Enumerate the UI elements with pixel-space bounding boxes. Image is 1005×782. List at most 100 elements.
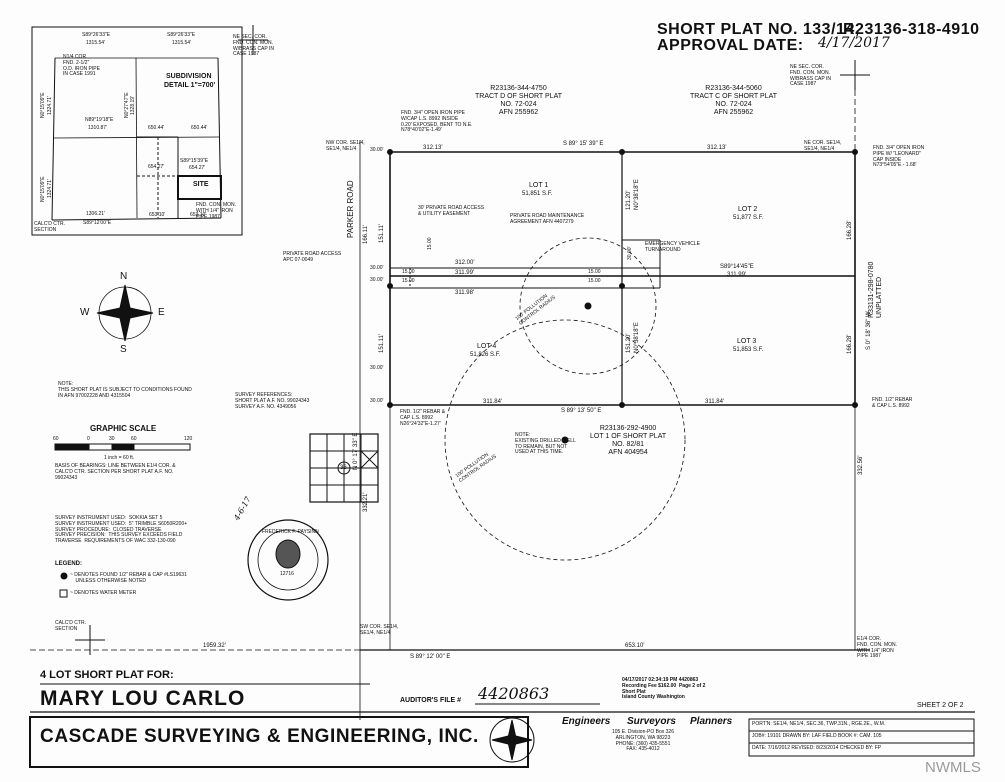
auditor-file-number: 4420863 (478, 684, 550, 703)
rebar-east-note: FND. 1/2" REBAR & CAP L.S. 8992 (872, 397, 913, 409)
inset-m6: 653.10' (149, 212, 166, 218)
surveyors-label: Surveyors (627, 716, 676, 727)
dim-center-2-bearing: N0°38'18"E (634, 322, 640, 353)
dim-center-2: 151.20' (626, 333, 632, 354)
legend-water-meter: ~ DENOTES WATER METER (70, 590, 137, 596)
dim-30-b: 30.00' (370, 265, 384, 271)
dim-bot-1: 311.84' (483, 399, 503, 405)
inset-v4: 1328.19' (130, 95, 136, 115)
pollution-circle-south (444, 319, 686, 561)
scale-tick-30: 30 (109, 436, 115, 442)
date-info: DATE: 7/16/2012 REVISED: 8/23/2014 CHECK… (752, 745, 882, 751)
dim-base-bearing: S 89° 12' 00" E (410, 654, 451, 660)
scale-tick-120: 120 (184, 436, 193, 442)
inset-site-box (177, 175, 222, 200)
job-info: JOB#: 19101 DRAWN BY: LAF FIELD BOOK #: … (752, 733, 882, 739)
nw-corner-note: NW COR. SE1/4, SE1/4, NE1/4 (326, 140, 365, 152)
dim-bot-2: 311.84' (705, 399, 725, 405)
inset-v6: 1324.71' (47, 178, 53, 198)
dim-base-2: 653.10' (625, 643, 645, 649)
seal-number: 12716 (280, 571, 294, 577)
scale-tick-60b: 60 (131, 436, 137, 442)
parker-road-label: PARKER ROAD (346, 180, 355, 238)
dim-30-c: 30.00' (370, 277, 384, 283)
short-plat-lot1-label: R23136-292-4900 LOT 1 OF SHORT PLAT NO. … (590, 425, 667, 457)
lot-2-area: 51,877 S.F. (733, 215, 764, 221)
lot-1-name: LOT 1 (529, 182, 549, 189)
calc-section-note: CALC'D CTR. SECTION (55, 620, 86, 632)
road-maint-note: PRIVATE ROAD MAINTENANCE AGREEMENT AFN 4… (510, 213, 585, 225)
dim-mid-4: 311.99' (727, 272, 747, 278)
inset-b5: S89°12'00"E (83, 220, 112, 226)
dim-top-2: 312.13' (707, 145, 727, 151)
dim-15-c: 15.00 (402, 278, 415, 284)
inset-calc-note: CALC'D CTR. SECTION (34, 221, 65, 233)
lot-1-area: 51,851 S.F. (522, 191, 553, 197)
lot-3-name: LOT 3 (737, 338, 757, 345)
owner-name: MARY LOU CARLO (40, 687, 246, 710)
inset-ne-sec-note: NE SEC. COR. FND. CON. MON. W/BRASS CAP … (233, 34, 275, 58)
survey-references: SURVEY REFERENCES: SHORT PLAT A.F. NO. 9… (235, 392, 310, 410)
e14-corner-note: E1/4 COR. FND. CON. MON. WITH 1/4" IRON … (857, 636, 897, 660)
inset-m7: 653.10' (190, 212, 207, 218)
inset-b2: S89°26'33"E (167, 32, 196, 38)
nwmls-watermark: NWMLS (925, 759, 981, 776)
scale-tick-60: 60 (53, 436, 59, 442)
dim-mid-bearing: S89°14'45"E (720, 264, 754, 270)
open-pipe-east-note: FND. 3/4" OPEN IRON PIPE W/ "LEONARD" CA… (873, 145, 925, 169)
auditor-file-label: AUDITOR'S FILE # (400, 697, 462, 704)
approval-label: APPROVAL DATE: (657, 37, 804, 54)
east-parcel-label: R33131-298-0780 UNPLATTED (868, 261, 884, 318)
compass-n: N (120, 271, 128, 282)
dim-east-2: 166.28' (847, 334, 853, 355)
dim-30-d: 30.00' (370, 365, 384, 371)
lot-3-area: 51,853 S.F. (733, 347, 764, 353)
dim-parker-bearing: N 0° 17' 33" E (353, 432, 359, 470)
dim-15-b: 15.00 (402, 269, 415, 275)
section-number: 36 (340, 465, 347, 471)
dim-15-a: 15.00 (427, 237, 433, 250)
lot-4-name: LOT 4 (477, 343, 497, 350)
pollution-circle-north (519, 237, 657, 375)
dim-30-f: 30.00' (627, 246, 633, 260)
sheet-number: SHEET 2 OF 2 (917, 702, 964, 709)
ne-section-note: NE SEC. COR. FND. CON. MON. W/BRASS CAP … (790, 64, 832, 88)
graphic-scale-title: GRAPHIC SCALE (90, 424, 157, 433)
seal-name: FREDERICK F. PAYSINN (262, 529, 319, 535)
ne-corner-note: NE COR. SE1/4, SE1/4, NE1/4 (804, 140, 842, 152)
legend-rebar: ~ DENOTES FOUND 1/2" REBAR & CAP #LS1963… (70, 572, 187, 584)
compass-e: E (158, 307, 165, 318)
rebar-west-note: FND. 1/2" REBAR & CAP L.S. 8992 N26°24'3… (400, 409, 446, 427)
recording-stamp: 04/17/2017 02:34:19 PM 4420863 Recording… (622, 677, 706, 701)
dim-west-2: 151.11' (379, 333, 385, 353)
compass-w: W (80, 307, 90, 318)
dim-east-bearing: S 0° 18' 36" W (866, 311, 872, 350)
lot-2-name: LOT 2 (738, 206, 758, 213)
tract-d-label: R23136-344-4750 TRACT D OF SHORT PLAT NO… (475, 85, 562, 117)
portion-info: PORT'N: SE1/4, NE1/4, SEC.36, TWP.31N., … (752, 721, 886, 727)
scale-tick-0: 0 (87, 436, 90, 442)
parcel-number: R23136-318-4910 (843, 21, 980, 38)
approval-date: 4/17/2017 (818, 35, 890, 51)
inset-fnd-con-note: FND. CON. MON. WITH 1/4" IRON PIPE 1987 (196, 202, 236, 220)
scale-ratio: 1 inch = 60 ft. (104, 455, 135, 461)
company-name: CASCADE SURVEYING & ENGINEERING, INC. (40, 726, 479, 747)
planners-label: Planners (690, 716, 733, 727)
inset-m3: 654.27' (148, 164, 165, 170)
dim-parker-1: 166.11' (363, 224, 369, 244)
basis-of-bearings: BASIS OF BEARINGS: LINE BETWEEN E1/4 COR… (55, 463, 176, 481)
inset-frame (31, 26, 243, 236)
inset-title: SUBDIVISION (166, 73, 212, 80)
compass-s: S (120, 344, 127, 355)
dim-parker-2: 332.21' (363, 492, 369, 513)
inset-m5: 654.27' (189, 165, 206, 171)
emergency-turnaround-note: EMERGENCY VEHICLE TURNAROUND (645, 241, 700, 253)
dim-30-e: 30.00' (370, 398, 384, 404)
dim-15-e: 15.00 (588, 278, 601, 284)
dim-east-1: 166.28' (847, 220, 853, 241)
dim-center-1-bearing: N0°38'18"E (634, 179, 640, 210)
dim-mid-1: 312.00' (455, 260, 475, 266)
dim-mid-3: 311.98' (455, 290, 475, 296)
tract-c-label: R23136-344-5060 TRACT C OF SHORT PLAT NO… (690, 85, 777, 117)
